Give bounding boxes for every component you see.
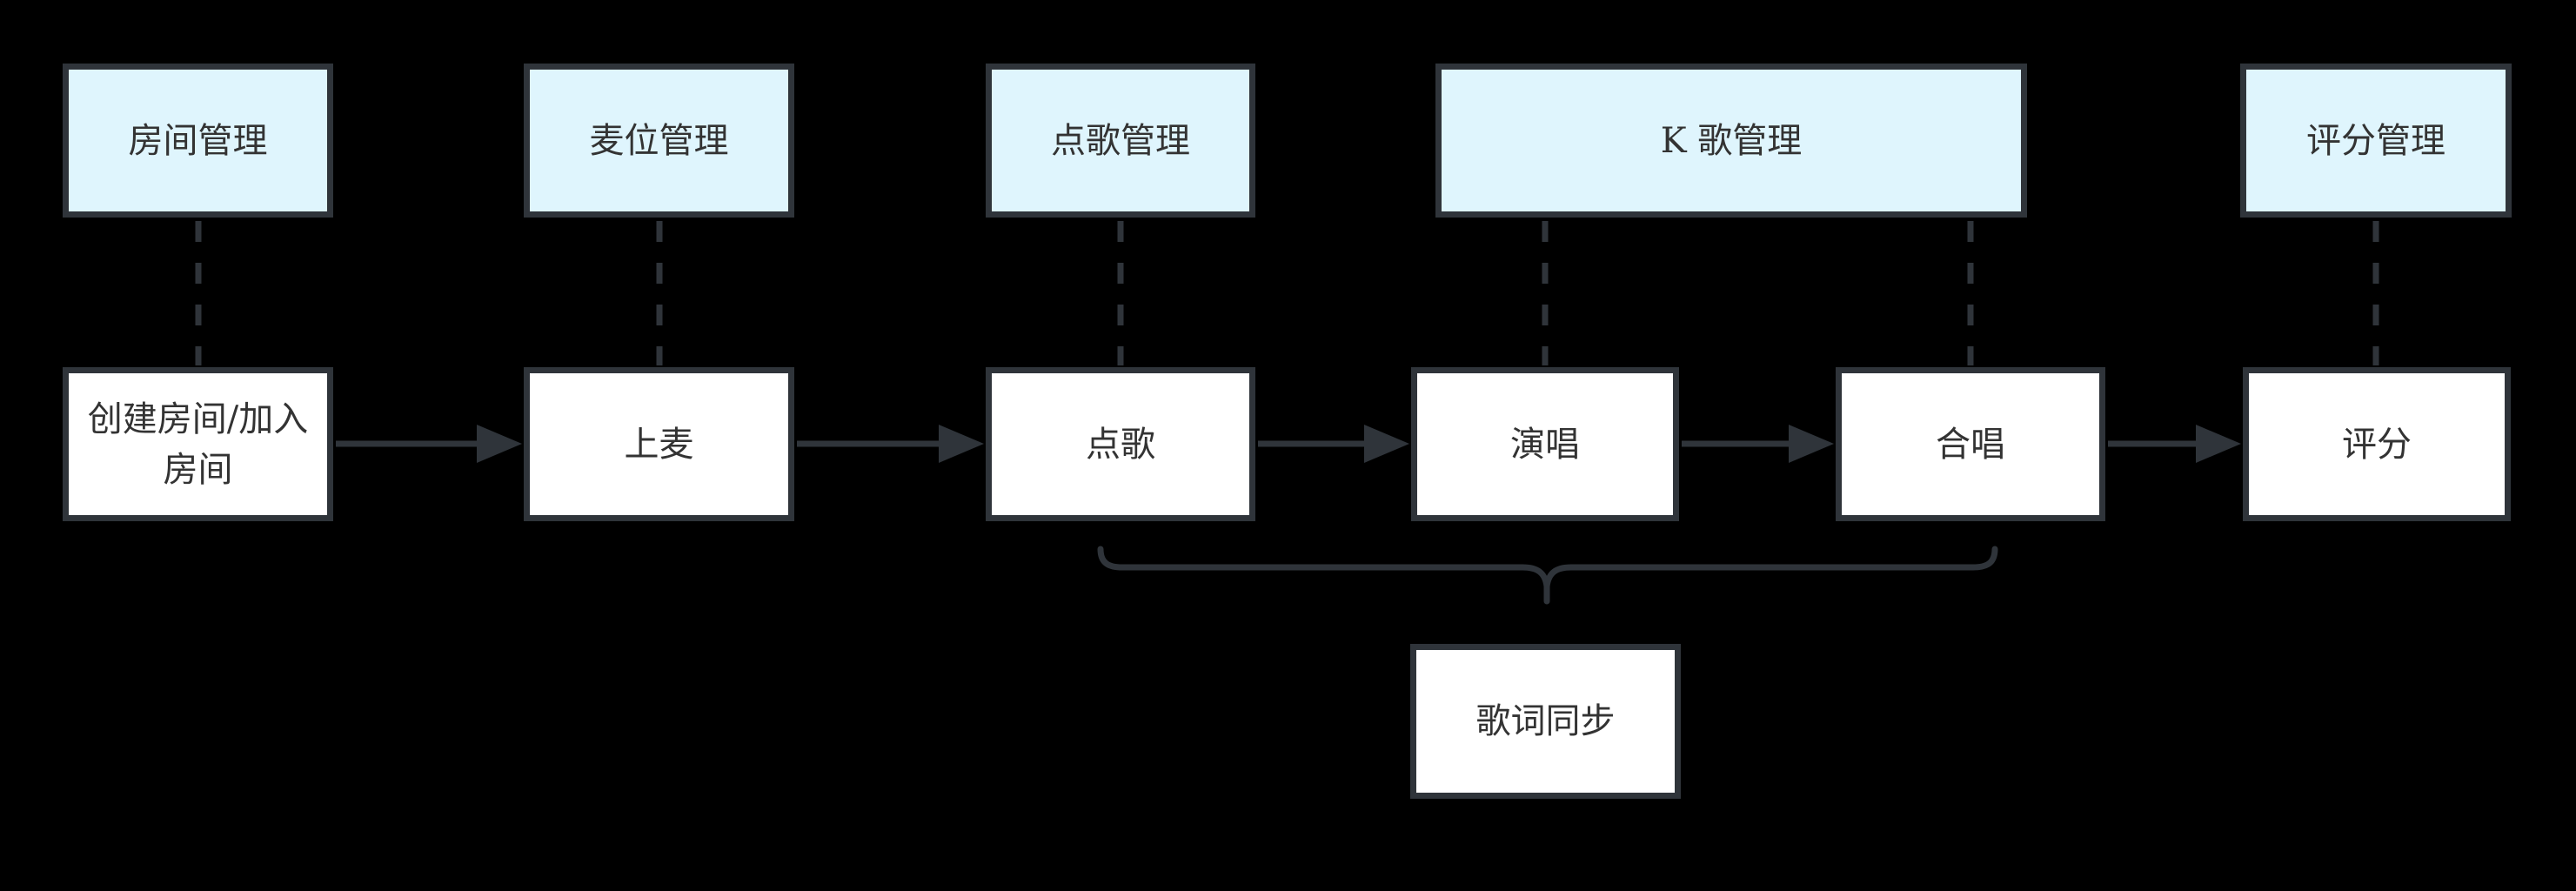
node-room-management: 房间管理 [63,64,333,218]
node-karaoke-management: K 歌管理 [1435,64,2027,218]
node-label: 评分管理 [2306,120,2446,161]
brace [1097,546,1998,605]
node-take-mic: 上麦 [524,367,794,521]
node-label: 上麦 [624,424,694,465]
arrowhead-takemic [477,425,522,463]
node-label: 演唱 [1510,424,1580,465]
arrowhead-chorus [1789,425,1834,463]
node-sing: 演唱 [1411,367,1679,521]
node-label: 创建房间/加入房间 [87,399,309,490]
arrowhead-pick [939,425,984,463]
node-create-or-join-room: 创建房间/加入房间 [63,367,333,521]
node-label: 合唱 [1936,424,2005,465]
node-lyrics-sync: 歌词同步 [1410,644,1681,799]
node-score: 评分 [2243,367,2511,521]
arrowhead-sing [1364,425,1409,463]
node-label: 评分 [2342,424,2412,465]
node-label: K 歌管理 [1660,120,1803,161]
node-mic-management: 麦位管理 [524,64,794,218]
node-label: 麦位管理 [589,120,729,161]
node-pick-song: 点歌 [986,367,1255,521]
node-label: 点歌 [1086,424,1155,465]
arrowhead-score [2196,425,2241,463]
node-label: 房间管理 [128,120,268,161]
node-scoring-management: 评分管理 [2240,64,2512,218]
node-song-request-management: 点歌管理 [986,64,1255,218]
node-label: 点歌管理 [1051,120,1190,161]
node-chorus: 合唱 [1836,367,2105,521]
node-label: 歌词同步 [1475,701,1616,741]
